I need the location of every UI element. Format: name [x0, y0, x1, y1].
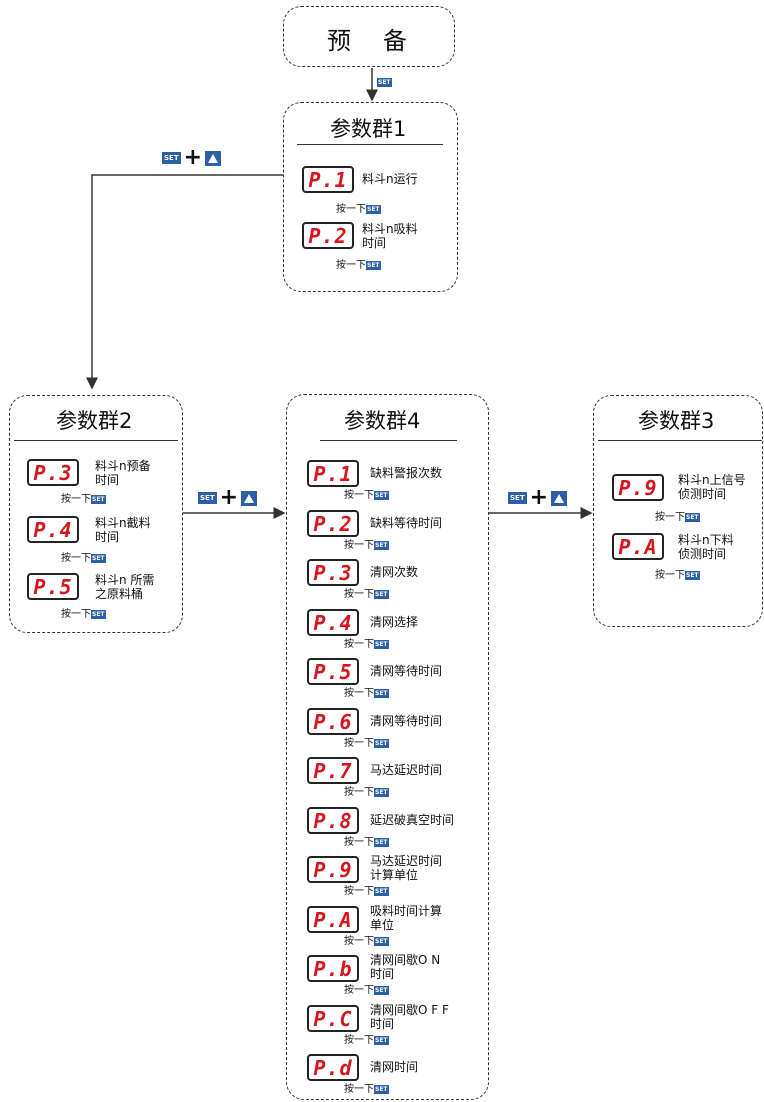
- group4-display-3: P.3: [307, 559, 359, 586]
- group4-press-10: 按一下SET: [344, 936, 389, 947]
- group4-press-6: 按一下SET: [344, 738, 389, 749]
- group4-desc-6: 清网等待时间: [370, 714, 443, 728]
- group4-desc-13: 清网时间: [370, 1060, 419, 1074]
- set-key-icon: SET: [198, 492, 217, 504]
- group4-press-1: 按一下SET: [344, 490, 389, 501]
- group1-press-1: 按一下SET: [336, 204, 381, 215]
- group4-desc-3: 清网次数: [370, 565, 419, 579]
- group4-display-8: P.8: [307, 807, 359, 834]
- group4-display-9: P.9: [307, 856, 359, 883]
- group4-title-divider: [320, 440, 457, 441]
- group1-display-2: P.2: [302, 222, 354, 249]
- group4-display-13: P.d: [307, 1054, 359, 1081]
- group4-desc-1: 缺料警报次数: [370, 466, 443, 480]
- group4-display-10: P.A: [307, 906, 359, 933]
- group4-display-5: P.5: [307, 658, 359, 685]
- group2-desc-2: 料斗n截料时间: [95, 516, 151, 544]
- ready-box: 预 备: [283, 6, 455, 67]
- group4-press-8: 按一下SET: [344, 837, 389, 848]
- group4-press-11: 按一下SET: [344, 985, 389, 996]
- group2-desc-1: 料斗n预备时间: [95, 459, 151, 487]
- group4-display-2: P.2: [307, 510, 359, 537]
- group2-display-1: P.3: [27, 459, 79, 486]
- group4-press-4: 按一下SET: [344, 639, 389, 650]
- group1-title: 参数群1: [330, 117, 407, 141]
- group3-desc-2: 料斗n下料侦测时间: [678, 533, 734, 561]
- up-arrow-icon: [205, 150, 222, 166]
- ready-set-key: SET: [377, 77, 392, 87]
- group4-display-1: P.1: [307, 460, 359, 487]
- ready-label: 预 备: [327, 27, 411, 55]
- group3-box: [593, 395, 763, 627]
- group2-title-divider: [14, 440, 178, 441]
- group4-press-13: 按一下SET: [344, 1084, 389, 1095]
- group3-press-1: 按一下SET: [655, 512, 700, 523]
- group4-press-12: 按一下SET: [344, 1035, 389, 1046]
- group4-display-7: P.7: [307, 757, 359, 784]
- group4-desc-4: 清网选择: [370, 615, 419, 629]
- up-arrow-icon: [241, 490, 258, 506]
- combo-set-up-1: SET +: [162, 147, 222, 169]
- set-key-icon: SET: [162, 152, 181, 164]
- up-arrow-icon: [551, 490, 568, 506]
- group2-press-2: 按一下SET: [61, 553, 106, 564]
- group4-desc-10: 吸料时间计算单位: [370, 904, 443, 932]
- group1-box: [283, 102, 458, 292]
- group4-desc-8: 延迟破真空时间: [370, 813, 455, 827]
- group3-display-2: P.A: [612, 533, 664, 560]
- group4-desc-5: 清网等待时间: [370, 664, 443, 678]
- group1-desc-2: 料斗n吸料时间: [362, 222, 418, 250]
- group2-display-2: P.4: [27, 516, 79, 543]
- group4-press-5: 按一下SET: [344, 688, 389, 699]
- group4-press-7: 按一下SET: [344, 787, 389, 798]
- group3-title-divider: [598, 440, 762, 441]
- group2-title: 参数群2: [56, 409, 133, 433]
- group4-press-9: 按一下SET: [344, 886, 389, 897]
- group4-display-11: P.b: [307, 955, 359, 982]
- group3-display-1: P.9: [612, 474, 664, 501]
- group4-press-2: 按一下SET: [344, 540, 389, 551]
- group4-desc-2: 缺料等待时间: [370, 516, 443, 530]
- group2-press-3: 按一下SET: [61, 609, 106, 620]
- combo-set-up-3: SET +: [508, 487, 568, 509]
- group2-display-3: P.5: [27, 573, 79, 600]
- group2-press-1: 按一下SET: [61, 494, 106, 505]
- group3-press-2: 按一下SET: [655, 570, 700, 581]
- group3-desc-1: 料斗n上信号侦测时间: [678, 473, 746, 501]
- group4-press-3: 按一下SET: [344, 589, 389, 600]
- group1-title-divider: [297, 144, 443, 145]
- group4-display-4: P.4: [307, 609, 359, 636]
- group3-title: 参数群3: [638, 409, 715, 433]
- group1-display-1: P.1: [302, 166, 354, 193]
- group4-display-6: P.6: [307, 708, 359, 735]
- combo-set-up-2: SET +: [198, 487, 258, 509]
- group4-desc-7: 马达延迟时间: [370, 763, 443, 777]
- group4-desc-9: 马达延迟时间计算单位: [370, 854, 443, 882]
- group4-title: 参数群4: [344, 409, 421, 433]
- set-key-icon: SET: [508, 492, 527, 504]
- group4-display-12: P.C: [307, 1005, 359, 1032]
- group1-press-2: 按一下SET: [336, 260, 381, 271]
- group2-desc-3: 料斗n 所需之原料桶: [95, 573, 155, 601]
- group1-desc-1: 料斗n运行: [362, 172, 418, 186]
